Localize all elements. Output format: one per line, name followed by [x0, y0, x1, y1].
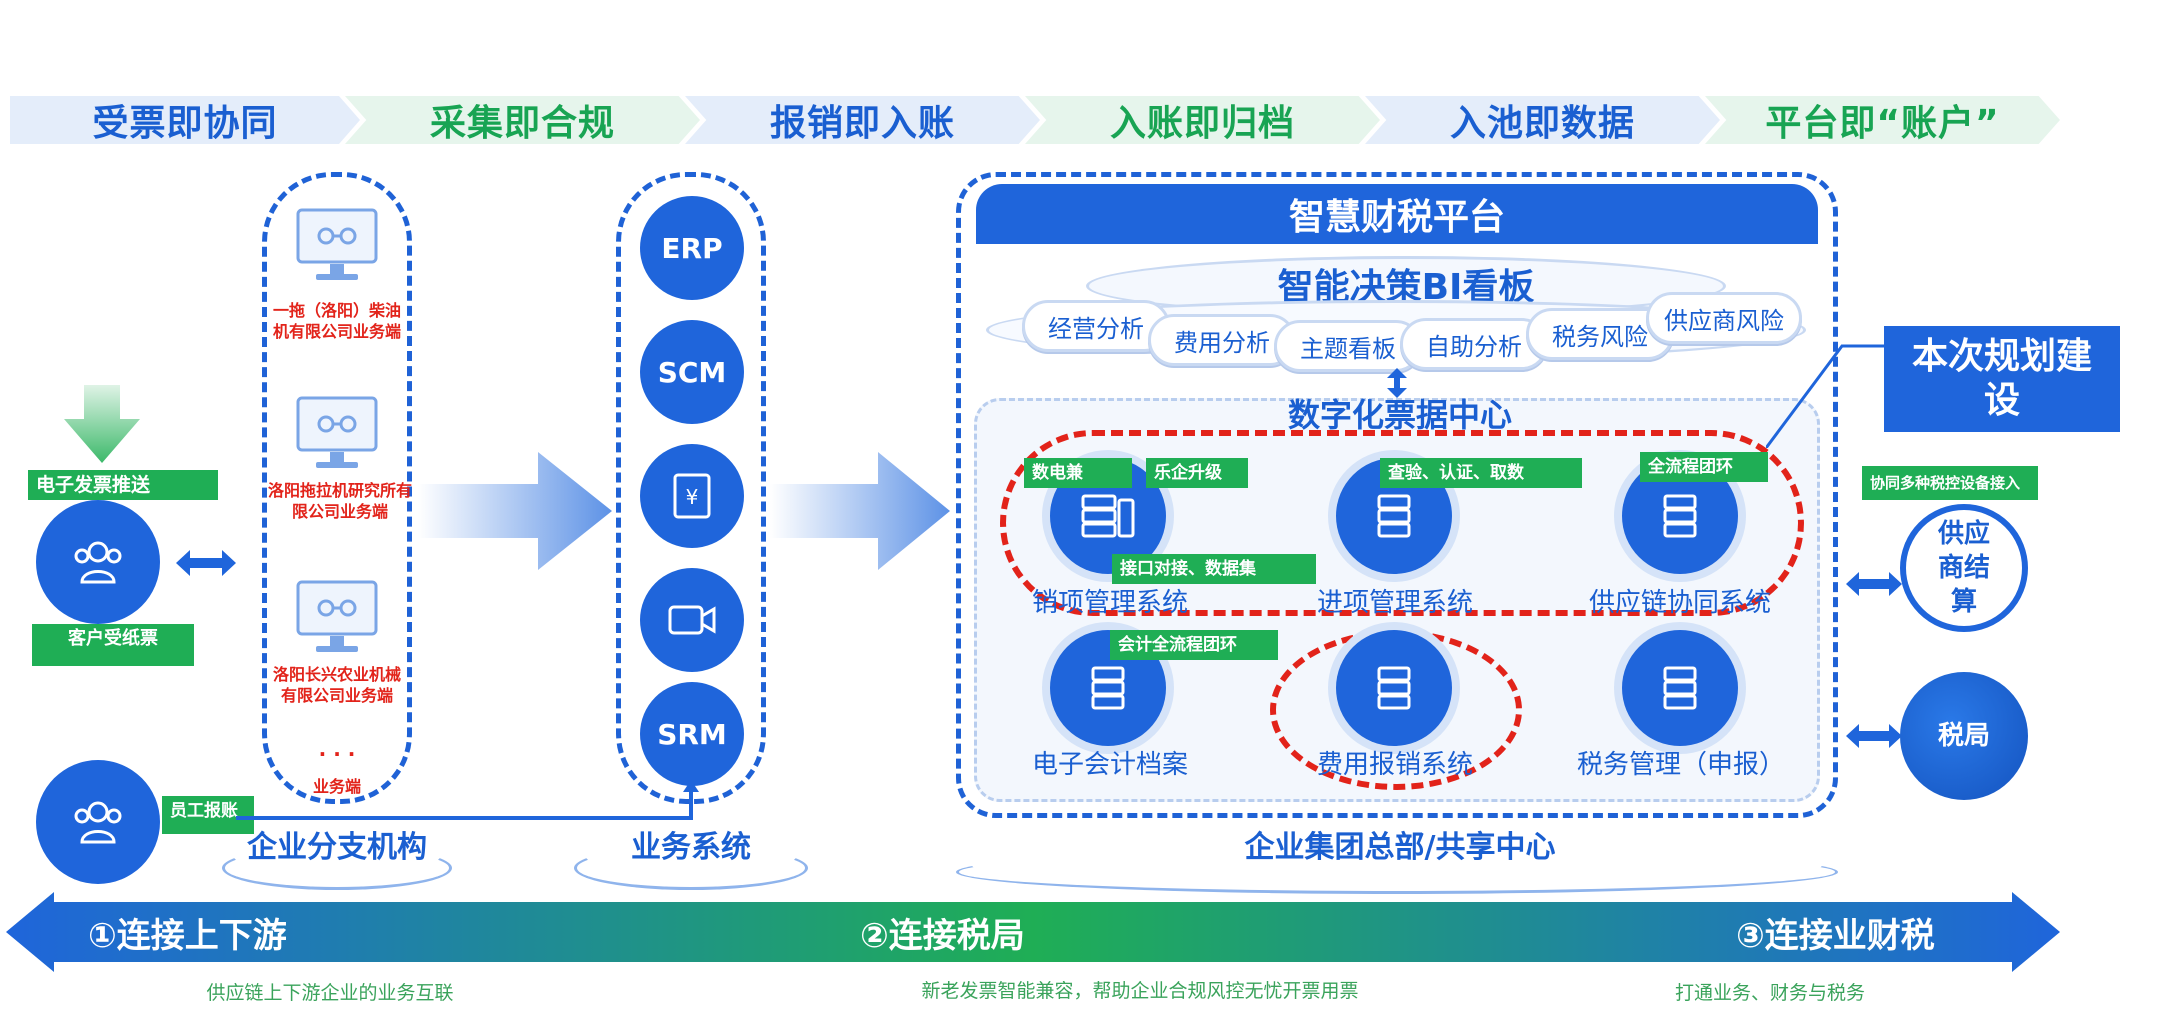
stage-5: 入池即数据: [1365, 96, 1720, 144]
branch-base: [222, 846, 452, 890]
employee-connector-line: [236, 780, 699, 820]
bi-item-6: 供应商风险: [1646, 292, 1802, 344]
module-purchase-name: 进项管理系统: [1316, 588, 1473, 618]
push-tag: 电子发票推送: [28, 470, 218, 500]
stage-2: 采集即合规: [345, 96, 700, 144]
module-tax-name: 税务管理（申报）: [1576, 750, 1785, 780]
branch-entity-2: 洛阳拖拉机研究所有限公司业务端: [268, 481, 413, 521]
module-tax-circle: [1622, 630, 1738, 746]
data-center-title: 数字化票据中心: [1287, 396, 1512, 434]
branch-label: 企业分支机构: [247, 830, 427, 865]
module-supply-name: 供应链协同系统: [1588, 588, 1771, 618]
systems-label: 业务系统: [631, 830, 751, 865]
system-finance: ¥: [640, 444, 744, 548]
database-icon: [1377, 494, 1411, 538]
module-archive-name: 电子会计档案: [1031, 750, 1188, 780]
database-icon: [1663, 666, 1697, 710]
database-icon: [1091, 666, 1125, 710]
stage-3: 报销即入账: [685, 96, 1040, 144]
svg-text:¥: ¥: [686, 485, 699, 509]
invoice-icon: ¥: [673, 473, 711, 519]
customer-circle: [36, 500, 160, 624]
users-icon: [74, 541, 122, 584]
bi-item-2: 费用分析: [1148, 314, 1296, 366]
double-arrow-icon: [1846, 724, 1902, 748]
monitor-icon: [296, 396, 378, 468]
module-archive-tag: 会计全流程团环: [1110, 630, 1278, 660]
branch-column: [262, 172, 412, 804]
vertical-double-arrow-icon: [1387, 368, 1407, 398]
customer-tag: 客户受纸票: [32, 624, 194, 666]
supplier-settlement-circle: 供应商结算: [1900, 504, 2028, 632]
bottom-item-2: ②连接税局: [860, 916, 1025, 956]
plan-box: 本次规划建设: [1884, 326, 2120, 432]
module-expense-circle: [1336, 630, 1452, 746]
module-sales-name: 销项管理系统: [1031, 588, 1188, 618]
employee-circle: [36, 760, 160, 884]
system-scm: SCM: [640, 320, 744, 424]
bi-item-3: 主题看板: [1274, 320, 1422, 372]
branch-dots: · · ·: [318, 742, 356, 766]
bottom-item-3: ③连接业财税: [1736, 916, 1935, 956]
monitor-icon: [296, 208, 378, 280]
push-down-arrow-icon: [64, 385, 140, 463]
plan-highlight-top: [1000, 430, 1804, 616]
double-arrow-icon: [1846, 572, 1902, 596]
branch-entity-1: 一拖（洛阳）柴油机有限公司业务端: [272, 301, 401, 341]
bottom-note-2: 新老发票智能兼容，帮助企业合规风控无忧开票用票: [921, 980, 1359, 1002]
database-icon: [1377, 666, 1411, 710]
bottom-note-3: 打通业务、财务与税务: [1674, 982, 1865, 1004]
platform-title: 智慧财税平台: [976, 184, 1818, 244]
flow-arrow-2: [770, 452, 950, 570]
bottom-note-1: 供应链上下游企业的业务互联: [206, 982, 454, 1004]
monitor-icon: [296, 580, 378, 652]
system-video: [640, 568, 744, 672]
platform-frame: [956, 172, 1838, 818]
stage-6: 平台即“账户”: [1705, 96, 2060, 144]
bottom-item-1: ①连接上下游: [88, 916, 287, 956]
flow-arrow-1: [418, 452, 612, 570]
stage-4: 入账即归档: [1025, 96, 1380, 144]
platform-base: [956, 850, 1838, 894]
module-expense-name: 费用报销系统: [1316, 750, 1473, 780]
branch-more: 业务端: [312, 777, 361, 796]
branch-entity-3: 洛阳长兴农业机械有限公司业务端: [272, 665, 401, 705]
bi-item-4: 自助分析: [1400, 318, 1548, 370]
right-tag: 协同多种税控设备接入: [1862, 466, 2038, 500]
bottom-banner: [6, 892, 2060, 972]
systems-base: [574, 846, 808, 890]
module-sales-tag-2: 乐企升级: [1146, 458, 1248, 488]
tax-bureau-circle: 税局: [1900, 672, 2028, 800]
platform-label: 企业集团总部/共享中心: [1244, 830, 1556, 865]
module-supply-tag: 全流程团环: [1640, 452, 1768, 482]
database-icon: [1663, 494, 1697, 538]
double-arrow-icon: [176, 550, 236, 576]
stage-1: 受票即协同: [10, 96, 360, 144]
server-icon: [1081, 494, 1135, 538]
bi-item-1: 经营分析: [1022, 300, 1170, 352]
plan-connector-line: [1766, 344, 1884, 448]
system-srm: SRM: [640, 682, 744, 786]
users-icon: [74, 801, 122, 844]
module-sales-tag-1: 数电兼: [1024, 458, 1132, 488]
systems-column: [616, 172, 766, 804]
system-erp: ERP: [640, 196, 744, 300]
employee-tag: 员工报账: [162, 796, 254, 834]
module-sales-tag-3: 接口对接、数据集: [1112, 554, 1316, 584]
module-purchase-tag: 查验、认证、取数: [1380, 458, 1582, 488]
video-camera-icon: [668, 605, 716, 635]
